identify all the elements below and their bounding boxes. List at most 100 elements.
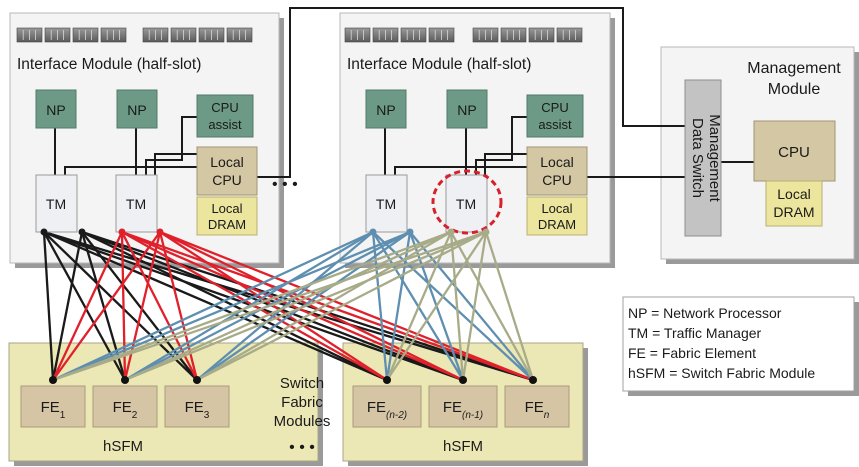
fabric-link [449, 231, 535, 381]
svg-text:NP: NP [46, 102, 65, 118]
fe-box: FE1 [20, 385, 86, 428]
fabric-link [449, 231, 465, 381]
link-target-dot [383, 376, 391, 384]
fabric-link [372, 231, 534, 381]
cpu-assist-box: CPU assist [196, 94, 254, 138]
fabric-ellipsis: • • • [289, 439, 315, 456]
module-ellipsis: • • • [272, 176, 298, 193]
svg-text:Data Switch: Data Switch [689, 118, 706, 198]
link-source-dot [118, 228, 126, 236]
fabric-link [51, 231, 124, 381]
svg-text:Local: Local [777, 186, 810, 202]
fabric-link [51, 231, 84, 381]
fabric-link [123, 231, 162, 381]
svg-text:CPU: CPU [542, 172, 572, 188]
highlight-ring [431, 169, 503, 235]
svg-text:FE1: FE1 [41, 399, 66, 421]
fabric-link [409, 231, 534, 381]
local-dram-box: Local DRAM [526, 196, 588, 236]
link-endpoints [40, 228, 537, 384]
svg-text:DRAM: DRAM [773, 204, 814, 220]
np-box: NP [446, 89, 488, 129]
svg-text:Local: Local [541, 201, 572, 216]
fabric-link [121, 230, 534, 382]
svg-text:TM: TM [46, 196, 66, 212]
hsfm-label: hSFM [443, 438, 483, 455]
fabric-link [461, 231, 488, 381]
svg-text:Local: Local [210, 154, 243, 170]
fabric-link [52, 231, 161, 381]
link-source-dot [369, 228, 377, 236]
fe-box: FE(n-1) [428, 385, 498, 428]
svg-text:assist: assist [538, 117, 572, 132]
fabric-link [52, 230, 374, 382]
fabric-link [124, 230, 487, 382]
fabric-link [484, 231, 535, 381]
svg-text:Management: Management [706, 114, 723, 202]
np-box: NP [116, 89, 158, 129]
link-source-dot [406, 228, 414, 236]
network-port-strips [16, 27, 583, 43]
svg-text:CPU: CPU [212, 172, 242, 188]
tm-box: TM [115, 174, 158, 233]
svg-text:FE2: FE2 [113, 399, 138, 421]
link-target-dot [121, 376, 129, 384]
svg-text:CPU: CPU [211, 100, 238, 115]
fabric-link [159, 230, 534, 382]
svg-text:TM: TM [126, 196, 146, 212]
switch-fabric-modules-label: Switch [280, 375, 324, 392]
fe-box: FE(n-2) [352, 385, 422, 428]
switch-fabric-modules-label: Fabric [281, 394, 323, 411]
management-cpu-box: CPU [753, 120, 836, 182]
svg-text:FE(n-1): FE(n-1) [443, 399, 483, 421]
interface-module-label: Interface Module (half-slot) [347, 56, 531, 73]
svg-text:FE3: FE3 [185, 399, 210, 421]
fabric-link [386, 231, 487, 381]
svg-text:assist: assist [208, 117, 242, 132]
link-source-dot [78, 228, 86, 236]
link-target-dot [459, 376, 467, 384]
svg-text:Local: Local [211, 201, 242, 216]
np-box: NP [365, 89, 407, 129]
fabric-link [42, 231, 55, 381]
legend-box [622, 296, 859, 396]
fabric-link [124, 230, 452, 382]
legend-entry: FE = Fabric Element [628, 345, 756, 361]
link-target-dot [529, 376, 537, 384]
svg-text:CPU: CPU [541, 100, 568, 115]
svg-text:DRAM: DRAM [538, 217, 576, 232]
local-dram-box: Local DRAM [196, 196, 258, 236]
tm-box: TM [35, 174, 78, 233]
local-cpu-box: Local CPU [196, 146, 258, 196]
svg-text:FE(n-2): FE(n-2) [367, 399, 407, 421]
fabric-links [42, 230, 535, 382]
svg-text:NP: NP [127, 102, 146, 118]
link-target-dot [193, 376, 201, 384]
svg-text:FEn: FEn [525, 399, 550, 421]
link-source-dot [156, 228, 164, 236]
fabric-link [196, 230, 487, 382]
svg-text:TM: TM [376, 196, 396, 212]
link-source-dot [447, 228, 455, 236]
fe-box: FE3 [164, 385, 230, 428]
fabric-link [196, 231, 374, 381]
fabric-link [159, 231, 388, 381]
link-source-dot [482, 228, 490, 236]
switch-fabric-modules-label: Modules [274, 413, 331, 430]
fabric-link [121, 230, 464, 382]
svg-text:CPU: CPU [778, 144, 810, 161]
legend-entry: hSFM = Switch Fabric Module [628, 365, 815, 381]
fe-box: FE2 [92, 385, 158, 428]
fabric-link [385, 231, 412, 381]
link-target-dot [49, 376, 57, 384]
legend-entry: TM = Traffic Manager [628, 325, 762, 341]
fabric-link [196, 231, 452, 381]
fabric-link [52, 230, 411, 382]
fe-box: FEn [504, 385, 570, 428]
local-cpu-box: Local CPU [526, 146, 588, 196]
fabric-link [52, 230, 487, 382]
management-dram-box: Local DRAM [765, 180, 823, 227]
tm-box: TM [365, 174, 408, 233]
fabric-link [52, 230, 452, 382]
